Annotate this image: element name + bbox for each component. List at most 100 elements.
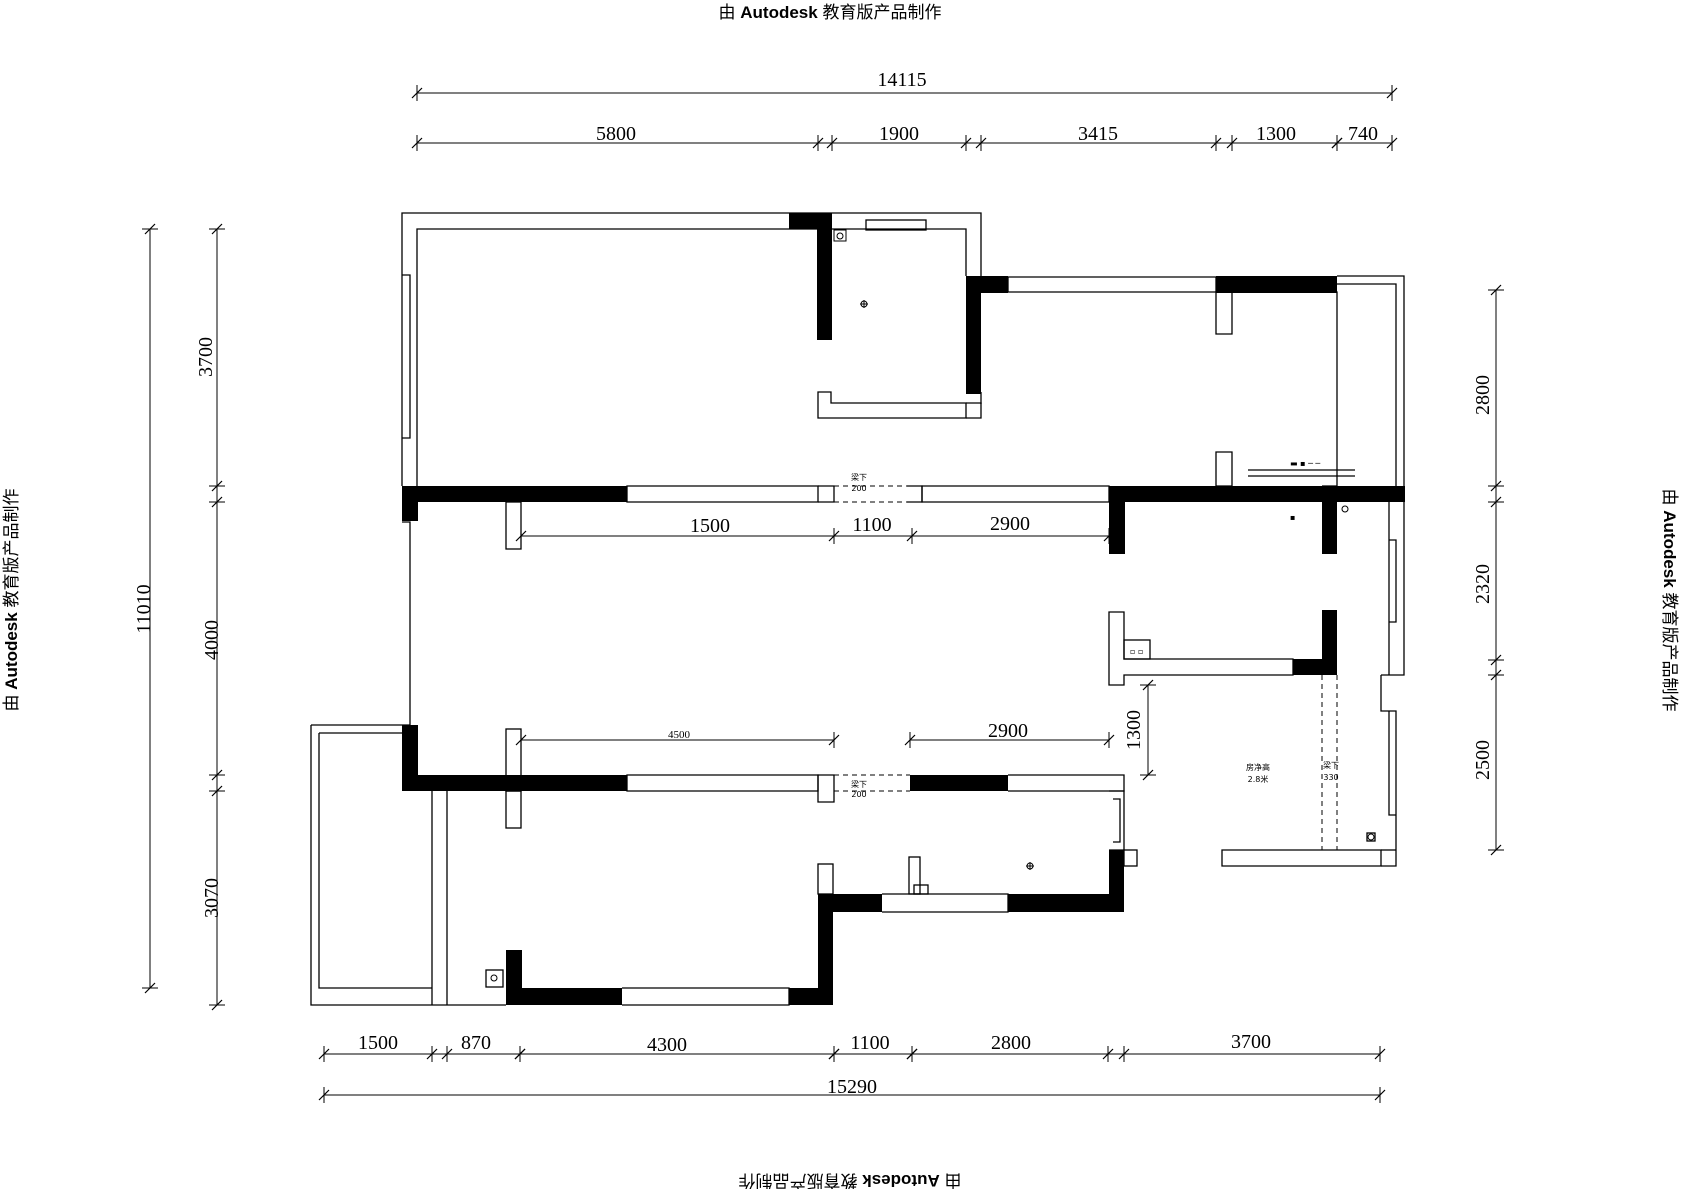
dim-top-segment: 1900	[879, 123, 919, 145]
watermark-suffix: 教育版产品制作	[822, 3, 941, 22]
dim-right-segment: 2320	[1472, 564, 1494, 604]
dim-inner-row2: 4500	[668, 729, 691, 741]
dim-bottom-segment: 870	[461, 1032, 491, 1054]
dim-top-segment: 5800	[596, 123, 636, 145]
dimension-tick	[1103, 734, 1115, 746]
fixture-symbols: ▬ ▪ ─ ─ ▪ ▫ ▫	[490, 229, 1375, 982]
dimension-tick	[1490, 496, 1502, 508]
dimension-tick	[441, 1048, 453, 1060]
dimension-tick	[812, 137, 824, 149]
dimension-tick	[906, 530, 918, 542]
watermark-suffix: 教育版产品制作	[739, 1171, 858, 1189]
beam-height: 200	[851, 484, 866, 493]
dimension-tick	[211, 480, 223, 492]
ceiling-label: 房净高	[1246, 762, 1270, 772]
dimension-tick	[1374, 1048, 1386, 1060]
watermark-prefix: 由	[719, 3, 736, 22]
dimension-tick	[1490, 284, 1502, 296]
dimension-tick	[318, 1089, 330, 1101]
dimension-tick	[1490, 654, 1502, 666]
dim-bottom-total: 15290	[827, 1076, 877, 1098]
dim-right-segment: 2500	[1472, 740, 1494, 780]
dimension-tick	[904, 734, 916, 746]
watermark-suffix: 教育版产品制作	[1660, 592, 1679, 711]
watermark-bottom: 由 Autodesk 教育版产品制作	[739, 1171, 962, 1189]
dimension-tick	[1386, 137, 1398, 149]
dim-left-total: 11010	[133, 584, 155, 633]
dimension-tick	[1226, 137, 1238, 149]
dimension-tick	[1142, 769, 1154, 781]
dimension-tick	[211, 496, 223, 508]
beam-lines	[834, 485, 1338, 850]
watermark-prefix: 由	[2, 694, 21, 711]
watermark-right: 由 Autodesk 教育版产品制作	[1660, 489, 1679, 712]
dimension-tick	[318, 1048, 330, 1060]
dim-top-segment: 3415	[1078, 123, 1118, 145]
watermark-brand: Autodesk	[862, 1171, 940, 1189]
dim-left-segment: 3700	[195, 337, 217, 377]
watermark-brand: Autodesk	[740, 3, 818, 22]
dimension-tick	[1374, 1089, 1386, 1101]
concrete-walls	[402, 213, 1405, 1005]
dim-bottom-segment: 3700	[1231, 1031, 1271, 1053]
watermark-left: 由 Autodesk 教育版产品制作	[2, 489, 21, 712]
dimension-tick	[1490, 844, 1502, 856]
dimension-tick	[975, 137, 987, 149]
dimension-tick	[144, 223, 156, 235]
dim-left-segment: 4000	[201, 620, 223, 660]
watermark-prefix: 由	[944, 1171, 961, 1189]
beam-label: 梁下	[851, 780, 867, 789]
dim-inner-row1: 1100	[852, 514, 891, 536]
dimension-tick	[906, 1048, 918, 1060]
dim-inner-row1: 1500	[690, 515, 730, 537]
dim-bottom-segment: 2800	[991, 1032, 1031, 1054]
dimension-tick	[411, 137, 423, 149]
wall-outlines	[310, 212, 1405, 1006]
dimension-lines	[142, 85, 1504, 1103]
svg-text:由 Autodesk 教育版产品制作: 由 Autodesk 教育版产品制作	[739, 1171, 962, 1189]
beam-height: 200	[851, 790, 866, 799]
dim-bottom-segment: 1100	[850, 1032, 889, 1054]
dim-top-segment: 740	[1348, 123, 1378, 145]
dim-top-segment: 1300	[1256, 123, 1296, 145]
svg-text:由 Autodesk 教育版产品制作: 由 Autodesk 教育版产品制作	[719, 3, 942, 22]
dimension-tick	[144, 982, 156, 994]
dimension-tick	[1386, 87, 1398, 99]
dim-inner-row1: 2900	[990, 513, 1030, 535]
watermark-brand: Autodesk	[2, 612, 21, 690]
dim-inner-row2: 2900	[988, 720, 1028, 742]
fixture-mark: ▪	[1290, 513, 1295, 522]
fixture-mark: ▬ ▪ ─ ─	[1290, 459, 1320, 468]
watermark-brand: Autodesk	[1660, 510, 1679, 588]
watermark-suffix: 教育版产品制作	[2, 489, 21, 608]
dimension-tick	[828, 734, 840, 746]
fixture-mark: ▫ ▫	[1130, 647, 1143, 656]
dimension-tick	[960, 137, 972, 149]
svg-text:由 Autodesk 教育版产品制作: 由 Autodesk 教育版产品制作	[1660, 489, 1679, 712]
dimension-tick	[1102, 1048, 1114, 1060]
beam-height: 330	[1323, 773, 1338, 782]
watermark-prefix: 由	[1660, 489, 1679, 506]
dimension-tick	[828, 530, 840, 542]
dimension-tick	[514, 1048, 526, 1060]
dimension-tick	[211, 999, 223, 1011]
dimension-tick	[1118, 1048, 1130, 1060]
dim-inner-vertical: 1300	[1123, 710, 1145, 750]
watermark-top: 由 Autodesk 教育版产品制作	[719, 3, 942, 22]
dimension-tick	[1331, 137, 1343, 149]
svg-text:由 Autodesk 教育版产品制作: 由 Autodesk 教育版产品制作	[2, 489, 21, 712]
dimension-tick	[211, 769, 223, 781]
dimension-tick	[1142, 679, 1154, 691]
dim-bottom-segment: 1500	[358, 1032, 398, 1054]
ceiling-value: 2.8米	[1248, 774, 1269, 784]
dimension-tick	[411, 87, 423, 99]
dimension-tick	[211, 223, 223, 235]
dimension-tick	[426, 1048, 438, 1060]
dimension-tick	[826, 137, 838, 149]
dimension-tick	[828, 1048, 840, 1060]
beam-label: 梁下	[851, 473, 867, 482]
dim-left-segment: 3070	[201, 878, 223, 918]
dimension-tick	[1210, 137, 1222, 149]
dimension-tick	[1490, 480, 1502, 492]
